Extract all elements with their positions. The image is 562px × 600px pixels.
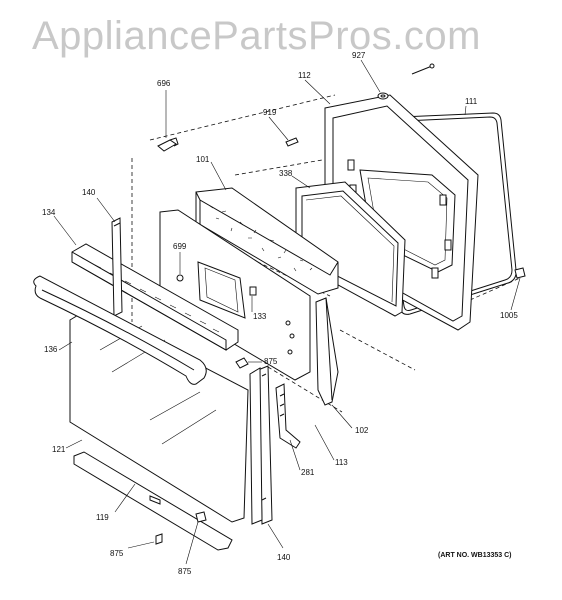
part-281-hinge[interactable] [275, 383, 301, 449]
callout-101: 101 [196, 155, 210, 164]
callout-696: 696 [157, 79, 171, 88]
part-1005-bumper[interactable] [514, 267, 526, 279]
callout-labels: 696 927 112 111 919 101 338 140 134 699 … [42, 51, 518, 576]
part-875-screw-a[interactable] [235, 357, 249, 369]
part-696-screw[interactable] [157, 137, 179, 152]
part-875-screw-c[interactable] [195, 511, 207, 523]
callout-112: 112 [298, 71, 311, 80]
callout-119: 119 [96, 513, 109, 522]
callout-111: 111 [465, 97, 478, 106]
callout-281: 281 [301, 468, 315, 477]
callout-113: 113 [335, 458, 348, 467]
part-140-upper-bracket[interactable] [111, 217, 123, 317]
callout-927: 927 [352, 51, 366, 60]
callout-140-upper: 140 [82, 188, 96, 197]
part-136-handle[interactable] [33, 275, 207, 385]
callout-919: 919 [263, 108, 277, 117]
callout-875-c: 875 [178, 567, 192, 576]
callout-133: 133 [253, 312, 267, 321]
part-875-screw-b[interactable] [155, 533, 163, 545]
callout-875-a: 875 [264, 357, 278, 366]
part-140-lower-bracket[interactable] [249, 367, 263, 525]
art-number: (ART NO. WB13353 C) [438, 552, 512, 559]
part-119-bottom-trim[interactable] [73, 451, 233, 551]
watermark-text: AppliancePartsPros.com [32, 14, 481, 58]
part-927-washer[interactable] [377, 92, 389, 100]
part-102-side-trim[interactable] [315, 297, 339, 406]
callout-102: 102 [355, 426, 369, 435]
callout-136: 136 [44, 345, 58, 354]
callout-699: 699 [173, 242, 187, 251]
callout-338: 338 [279, 169, 293, 178]
callout-140-lower: 140 [277, 553, 291, 562]
callout-134: 134 [42, 208, 56, 217]
leader-lines [53, 59, 521, 565]
callout-875-b: 875 [110, 549, 124, 558]
part-919-pin[interactable] [285, 137, 299, 147]
callout-121: 121 [52, 445, 66, 454]
part-699-screw[interactable] [176, 274, 184, 282]
callout-1005: 1005 [500, 311, 518, 320]
part-screw-top-right[interactable] [411, 63, 435, 75]
